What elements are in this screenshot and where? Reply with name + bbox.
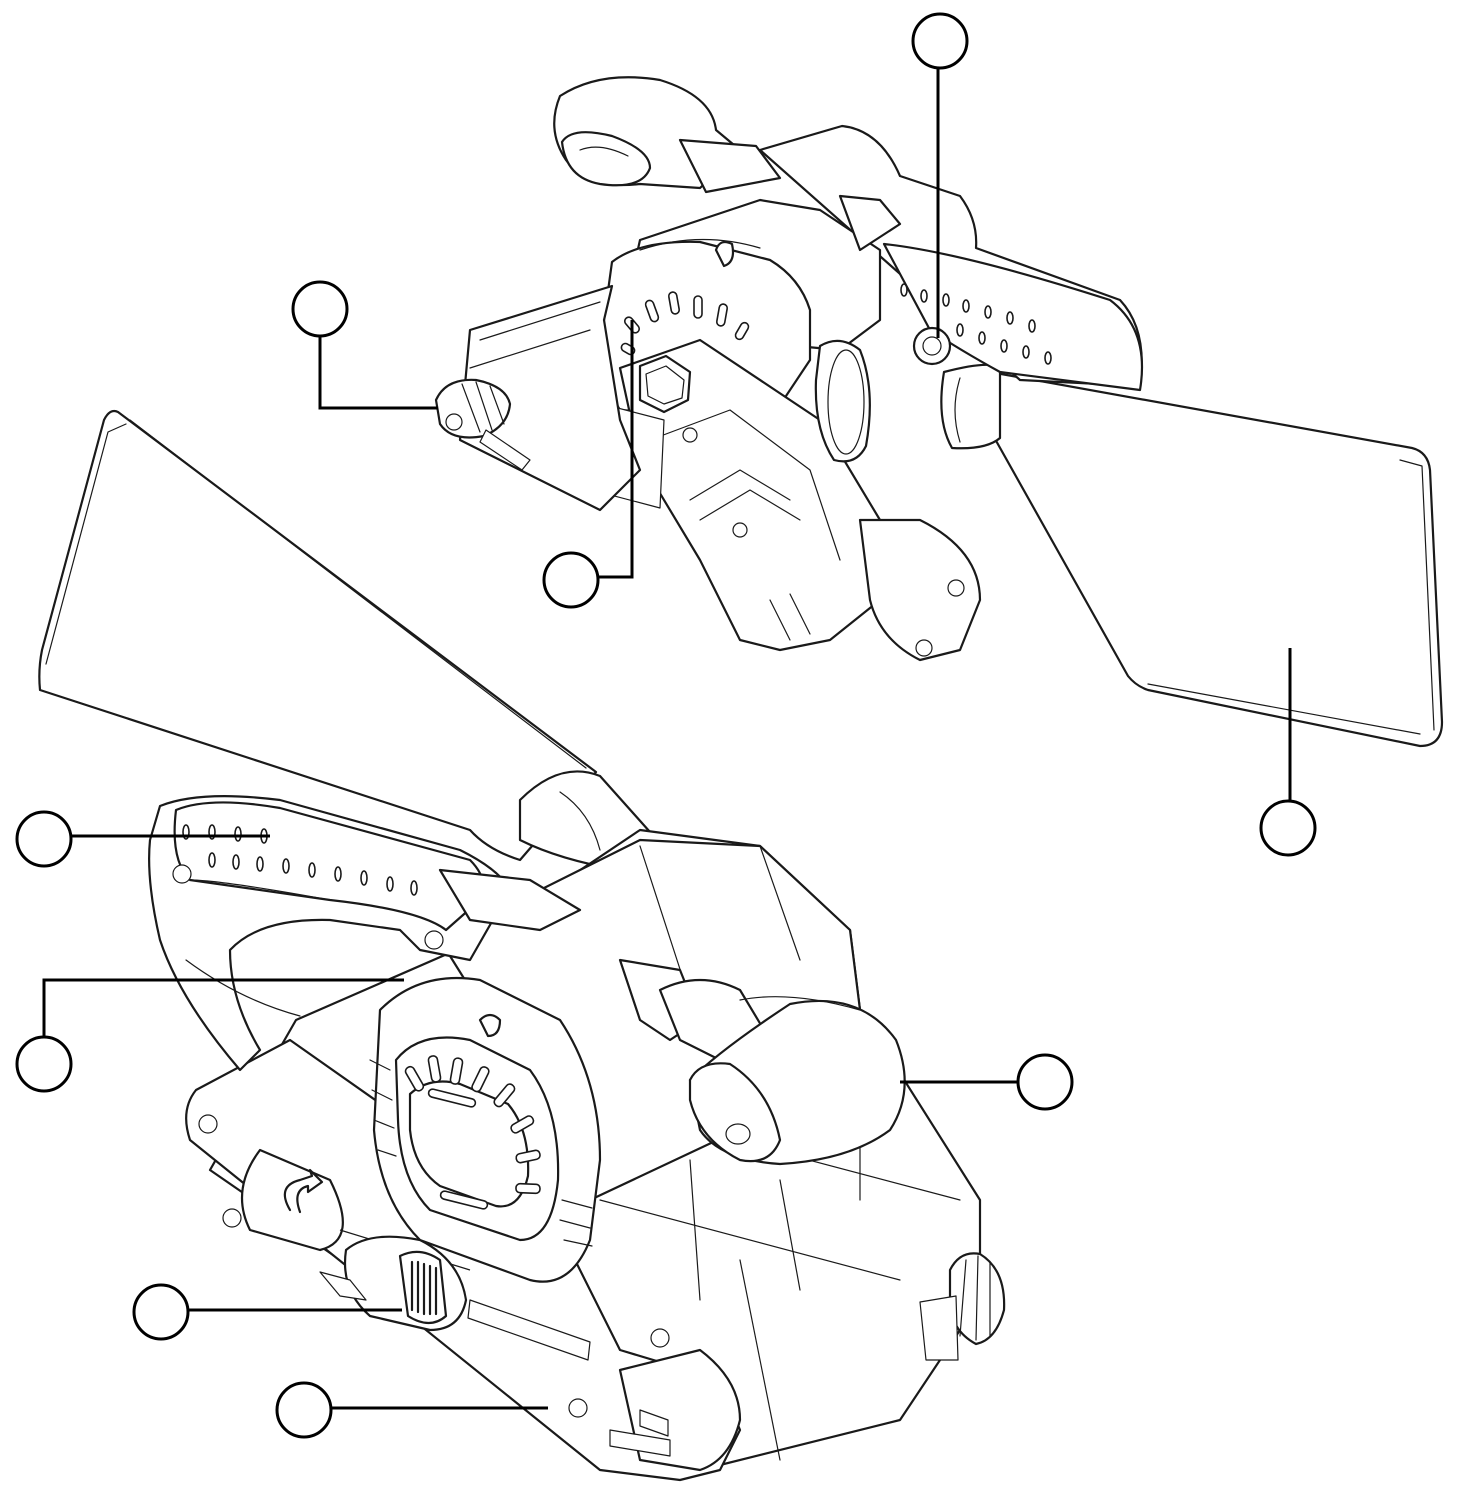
belt-direction-arrow — [240, 1148, 344, 1252]
lever-arm-top — [618, 338, 882, 652]
sander-top — [434, 76, 1444, 748]
tension-knob-bottom — [919, 1252, 1006, 1361]
callout-c8 — [132, 1283, 190, 1341]
leader-c3 — [598, 320, 634, 579]
front-knob-bottom — [618, 958, 906, 1166]
callout-c6 — [15, 1035, 73, 1093]
callout-c2 — [291, 280, 349, 338]
callout-c1 — [911, 12, 969, 70]
sander-bottom — [38, 409, 1006, 1482]
callout-c3 — [542, 551, 600, 609]
dust-bag-bottom — [38, 409, 652, 872]
tension-knob-top — [434, 378, 531, 471]
callout-leaders — [42, 68, 1292, 1410]
rear-cap-slots — [620, 291, 750, 356]
belt-release-lever — [319, 1235, 468, 1332]
callout-c4 — [1259, 799, 1317, 857]
rear-knob-top — [553, 76, 782, 194]
motor-cap-bottom — [369, 976, 602, 1283]
leader-c2 — [318, 336, 438, 410]
leader-c6 — [42, 978, 404, 1040]
callout-c5 — [15, 810, 73, 868]
rear-handle-bottom — [148, 795, 582, 1072]
top-body-slots — [900, 283, 1052, 365]
callout-c9 — [275, 1381, 333, 1439]
callout-c7 — [1016, 1053, 1074, 1111]
dust-bag-top — [940, 363, 1444, 748]
